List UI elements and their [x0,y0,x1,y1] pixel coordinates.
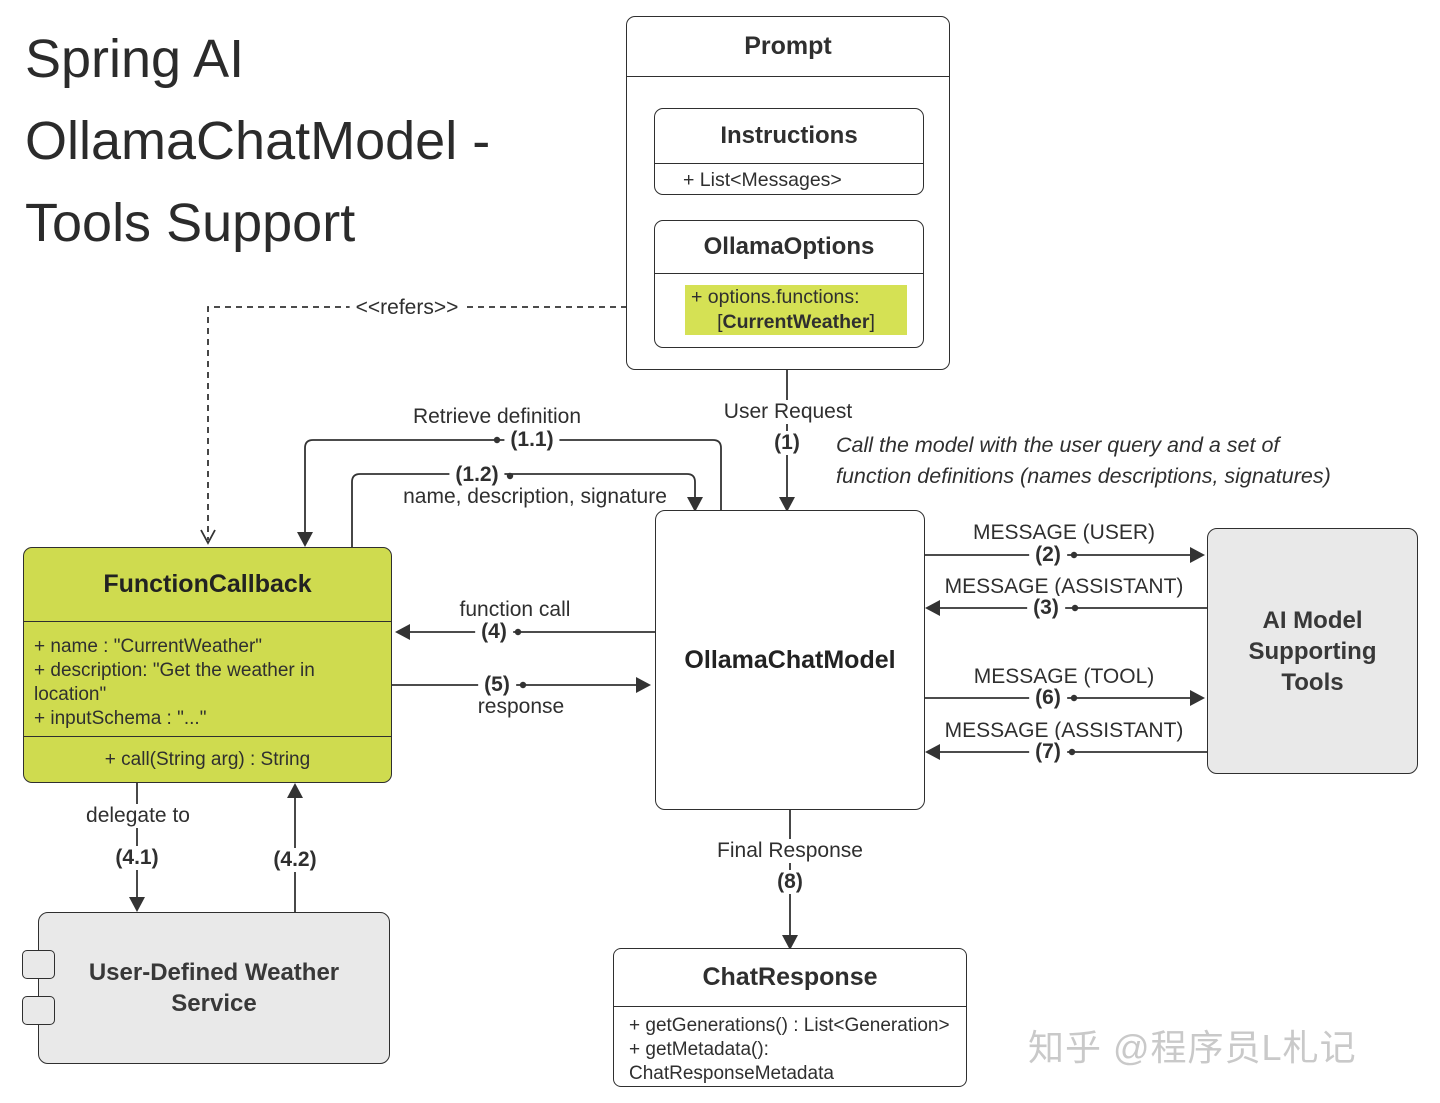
attribute-name: + name : "CurrentWeather" [34,636,263,657]
annotation-line-2: function definitions (names descriptions… [836,464,1331,488]
refers-open-arrowhead [200,529,216,545]
retrieve-edge-number: (1.1) [504,428,560,452]
title-line-1: Spring AI [25,29,245,89]
delegate-edge-number: (4.1) [109,846,165,870]
delegate-return-arrowhead [287,783,303,798]
final-response-edge-label: Final Response [711,839,869,863]
msg-assistant-final-edge-label: MESSAGE (ASSISTANT) [944,719,1184,742]
response-edge-label: response [477,695,565,718]
attribute-description: + description: "Get the weather in locat… [34,660,315,705]
response-arrowhead [636,677,651,693]
attribute-get-generations: + getGenerations() : List<Generation> [629,1015,950,1036]
msg-assistant-in-edge-label: MESSAGE (ASSISTANT) [944,575,1184,598]
definition-edge-label: name, description, signature [403,485,667,508]
msg-assistant-in-arrowhead [925,600,940,616]
msg-assistant-final-edge-number: (7) [1029,740,1067,764]
title-line-3: Tools Support [25,193,356,253]
msg-tool-edge-dot [1070,694,1078,702]
user-request-edge-number: (1) [768,431,806,455]
definition-edge-dot [506,472,514,480]
msg-user-edge-dot [1070,551,1078,559]
retrieve-edge-dot [493,436,501,444]
ollama-chat-model-node: OllamaChatModel [655,510,925,810]
instructions-node: Instructions + List<Messages> [654,108,924,195]
bracket-close: ] [869,311,875,333]
ai-model-label-line-1: AI Model [1262,606,1363,634]
ollama-chat-model-title: OllamaChatModel [684,645,896,674]
msg-assistant-final-arrowhead [925,744,940,760]
title-line-2: OllamaChatModel - [25,111,491,171]
function-callback-method: + call(String arg) : String [104,748,311,770]
delegate-return-edge-number: (4.2) [267,848,323,872]
attribute-get-metadata: + getMetadata(): ChatResponseMetadata [629,1039,834,1084]
ollama-options-node: OllamaOptions + options.functions: [Curr… [654,220,924,348]
refers-edge-line [207,306,682,540]
prompt-node-title: Prompt [627,17,949,77]
weather-service-label-line-1: User-Defined Weather [88,959,340,986]
annotation-line-1: Call the model with the user query and a… [836,433,1280,457]
retrieve-edge-label: Retrieve definition [412,405,582,428]
user-request-arrowhead [779,497,795,512]
msg-assistant-in-edge-dot [1071,604,1079,612]
component-port-icon [22,996,55,1025]
msg-assistant-in-edge-number: (3) [1027,596,1065,620]
ai-model-label-line-3: Tools [1281,668,1344,696]
msg-user-edge-label: MESSAGE (USER) [972,521,1156,544]
chat-response-node-title: ChatResponse [614,949,966,1007]
final-response-edge-number: (8) [771,870,809,894]
ai-model-node: AI Model Supporting Tools [1207,528,1418,774]
response-edge-dot [519,681,527,689]
definition-edge-number: (1.2) [449,463,505,487]
refers-edge-label: <<refers>> [349,296,465,320]
options-functions-attribute: + options.functions: [691,286,860,308]
msg-tool-edge-number: (6) [1029,686,1067,710]
delegate-edge-label: delegate to [80,804,196,828]
page-title: Spring AI OllamaChatModel - Tools Suppor… [25,18,490,264]
prompt-node: Prompt Instructions + List<Messages> Oll… [626,16,950,370]
delegate-arrowhead [129,897,145,912]
msg-user-edge-number: (2) [1029,543,1067,567]
msg-assistant-final-edge-dot [1068,748,1076,756]
options-functions-value: [CurrentWeather] [685,310,907,335]
final-response-arrowhead [782,935,798,950]
function-call-edge-number: (4) [475,620,513,644]
ai-model-label-line-2: Supporting [1248,637,1377,665]
user-request-edge-label: User Request [717,400,859,424]
msg-user-arrowhead [1190,547,1205,563]
weather-service-label-line-2: Service [171,990,257,1017]
response-edge-number: (5) [478,673,516,697]
model-call-annotation: Call the model with the user query and a… [836,430,1331,492]
instructions-node-title: Instructions [655,109,923,164]
msg-tool-arrowhead [1190,690,1205,706]
function-callback-node: FunctionCallback + name : "CurrentWeathe… [23,547,392,783]
component-port-icon [22,950,55,979]
function-call-edge-dot [514,628,522,636]
definition-edge-line [351,473,696,547]
definition-arrowhead [687,497,703,512]
function-callback-attributes: + name : "CurrentWeather" + description:… [24,622,391,737]
weather-service-node: User-Defined Weather Service [22,912,390,1064]
retrieve-arrowhead [297,532,313,547]
watermark-text: 知乎 @程序员L札记 [1028,1027,1357,1068]
function-name: CurrentWeather [722,311,870,333]
function-call-arrowhead [395,624,410,640]
msg-tool-edge-label: MESSAGE (TOOL) [973,665,1155,688]
attribute-input-schema: + inputSchema : "..." [34,708,207,729]
instructions-attribute: + List<Messages> [683,169,842,191]
function-callback-node-title: FunctionCallback [24,548,391,622]
ollama-options-node-title: OllamaOptions [655,221,923,274]
chat-response-attributes: + getGenerations() : List<Generation> + … [614,1007,966,1086]
chat-response-node: ChatResponse + getGenerations() : List<G… [613,948,967,1087]
bracket-open: [ [717,311,723,333]
function-call-edge-label: function call [459,598,571,621]
options-functions-highlight: + options.functions: [CurrentWeather] [685,285,907,335]
